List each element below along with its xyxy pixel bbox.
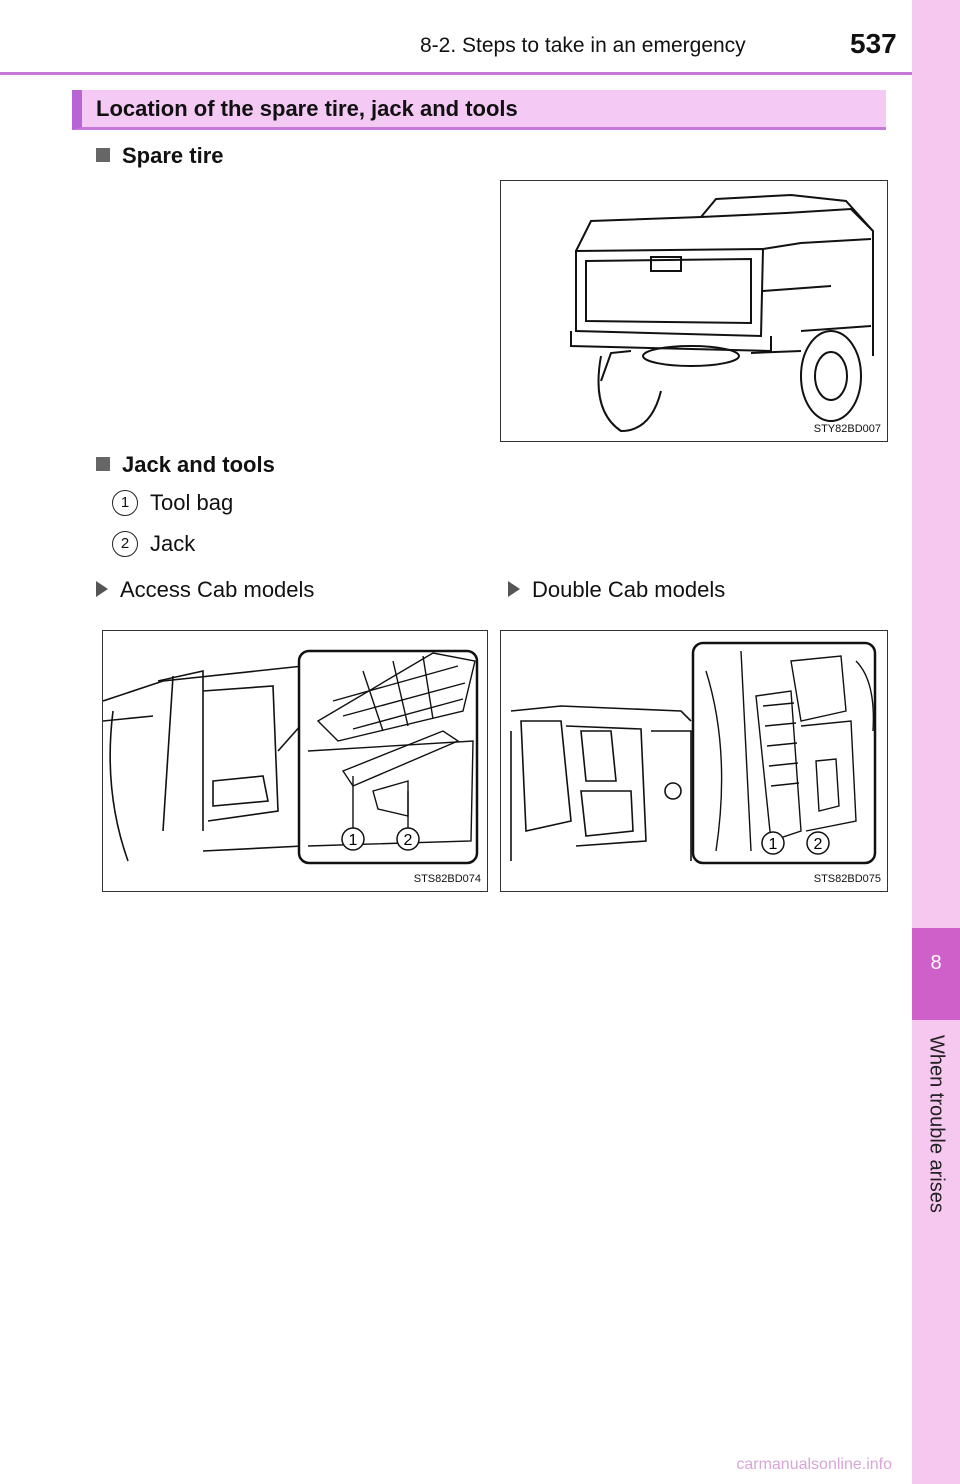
chapter-title: When trouble arises [912, 1035, 960, 1235]
jack-tools-heading-text: Jack and tools [122, 452, 275, 477]
section-reference: 8-2. Steps to take in an emergency [420, 34, 746, 57]
list-item-label: Jack [150, 531, 196, 556]
truck-rear-illustration [570, 193, 874, 433]
callout-number: 1 [112, 490, 138, 516]
callout-1: 1 [769, 836, 778, 853]
callout-number: 2 [112, 531, 138, 557]
watermark: carmanualsonline.info [736, 1456, 892, 1473]
double-cab-figure: 1 2 STS82BD075 [500, 630, 888, 892]
list-item-label: Tool bag [150, 490, 234, 515]
access-cab-figure: 1 2 STS82BD074 [102, 630, 488, 892]
spare-tire-figure-code: STY82BD007 [813, 423, 881, 435]
triangle-bullet-icon [508, 581, 520, 597]
spare-tire-heading: Spare tire [96, 143, 224, 169]
callout-2: 2 [404, 832, 413, 849]
model-label-text: Double Cab models [532, 577, 726, 602]
access-cab-illustration: 1 2 [103, 649, 479, 865]
spare-tire-figure: STY82BD007 [500, 180, 888, 442]
triangle-bullet-icon [96, 581, 108, 597]
section-title: Location of the spare tire, jack and too… [96, 96, 518, 121]
chapter-number-tab [912, 928, 960, 1020]
spare-tire-heading-text: Spare tire [122, 143, 224, 168]
chapter-side-tab [912, 0, 960, 1484]
chapter-title-text: When trouble arises [925, 1035, 948, 1213]
model-label-access-cab: Access Cab models [96, 577, 314, 603]
double-cab-figure-code: STS82BD075 [813, 873, 881, 885]
header-rule [0, 72, 912, 75]
jack-tools-heading: Jack and tools [96, 452, 275, 478]
list-item: 2 Jack [112, 531, 195, 557]
double-cab-illustration: 1 2 [510, 641, 877, 865]
access-cab-figure-code: STS82BD074 [413, 873, 481, 885]
chapter-number: 8 [930, 952, 942, 974]
model-label-text: Access Cab models [120, 577, 315, 602]
callout-2: 2 [814, 836, 823, 853]
list-item: 1 Tool bag [112, 490, 233, 516]
square-bullet-icon [96, 148, 110, 162]
callout-1: 1 [349, 832, 358, 849]
section-title-bar: Location of the spare tire, jack and too… [72, 90, 886, 130]
square-bullet-icon [96, 457, 110, 471]
model-label-double-cab: Double Cab models [508, 577, 725, 603]
page-number: 537 [850, 28, 897, 59]
